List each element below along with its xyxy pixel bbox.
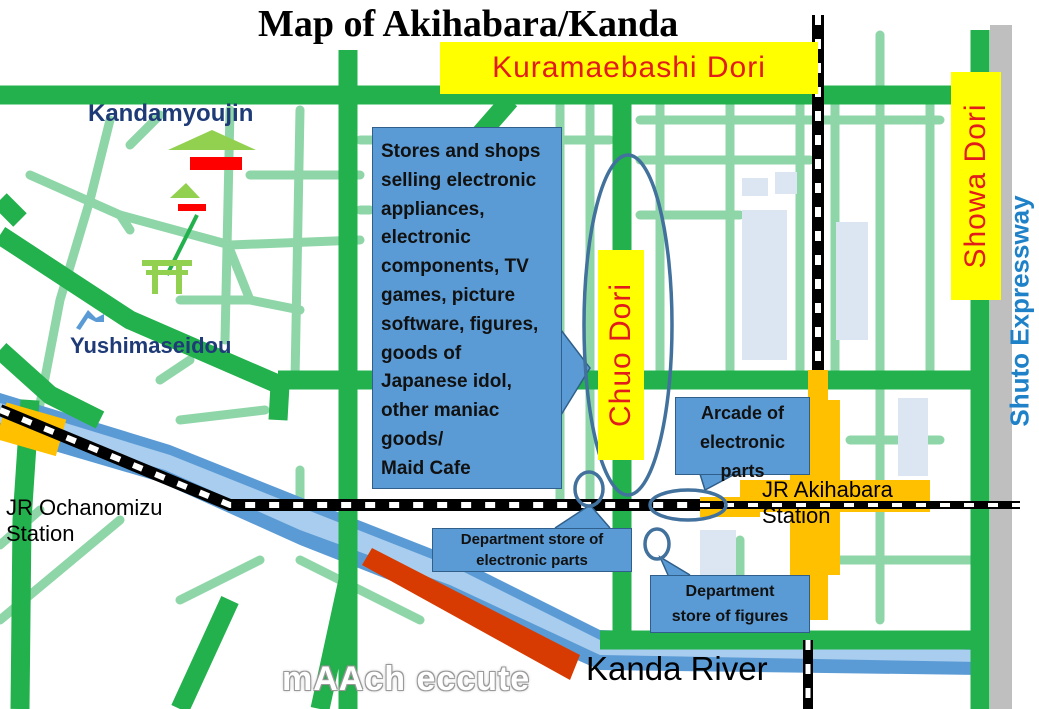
shuto-expressway-label: Shuto Expressway xyxy=(995,170,1039,452)
showa-dori-label: Showa Dori xyxy=(951,72,1001,300)
highlight-ellipses xyxy=(573,153,728,561)
shrine-icon xyxy=(165,130,256,276)
callout-pointers xyxy=(554,329,736,576)
buildings xyxy=(700,172,928,578)
shuto-expressway-text: Shuto Expressway xyxy=(1004,195,1035,427)
akihabara-station-text: JR Akihabara Station xyxy=(762,477,893,528)
stores-callout-text: Stores and shops selling electronic appl… xyxy=(381,141,541,479)
dept-electronic-parts-callout: Department store of electronic parts xyxy=(432,528,632,572)
chuo-dori-text: Chuo Dori xyxy=(604,282,637,428)
kuramaebashi-dori-label: Kuramaebashi Dori xyxy=(440,42,818,94)
railways xyxy=(0,15,1020,709)
kanda-river-label: Kanda River xyxy=(586,650,768,687)
torii-icon xyxy=(142,260,192,294)
map-title: Map of Akihabara/Kanda xyxy=(258,3,679,45)
kandamyoujin-label: Kandamyoujin xyxy=(88,100,254,127)
ochanomizu-station-label: JR Ochanomizu Station xyxy=(6,495,163,547)
maach-building-shape xyxy=(362,548,580,680)
ochanomizu-station-text: JR Ochanomizu Station xyxy=(6,495,163,546)
akihabara-station-label: JR Akihabara Station xyxy=(762,477,893,529)
stores-callout: Stores and shops selling electronic appl… xyxy=(372,127,562,489)
dept-figures-callout: Department store of figures xyxy=(650,575,810,633)
maach-eccute-label: mAAch eccute xyxy=(282,660,531,698)
yushimaseidou-label: Yushimaseidou xyxy=(70,333,232,358)
arcade-callout: Arcade of electronic parts xyxy=(675,397,810,481)
chuo-dori-label: Chuo Dori xyxy=(598,250,644,460)
temple-icon xyxy=(76,310,104,330)
showa-dori-text: Showa Dori xyxy=(959,103,992,269)
